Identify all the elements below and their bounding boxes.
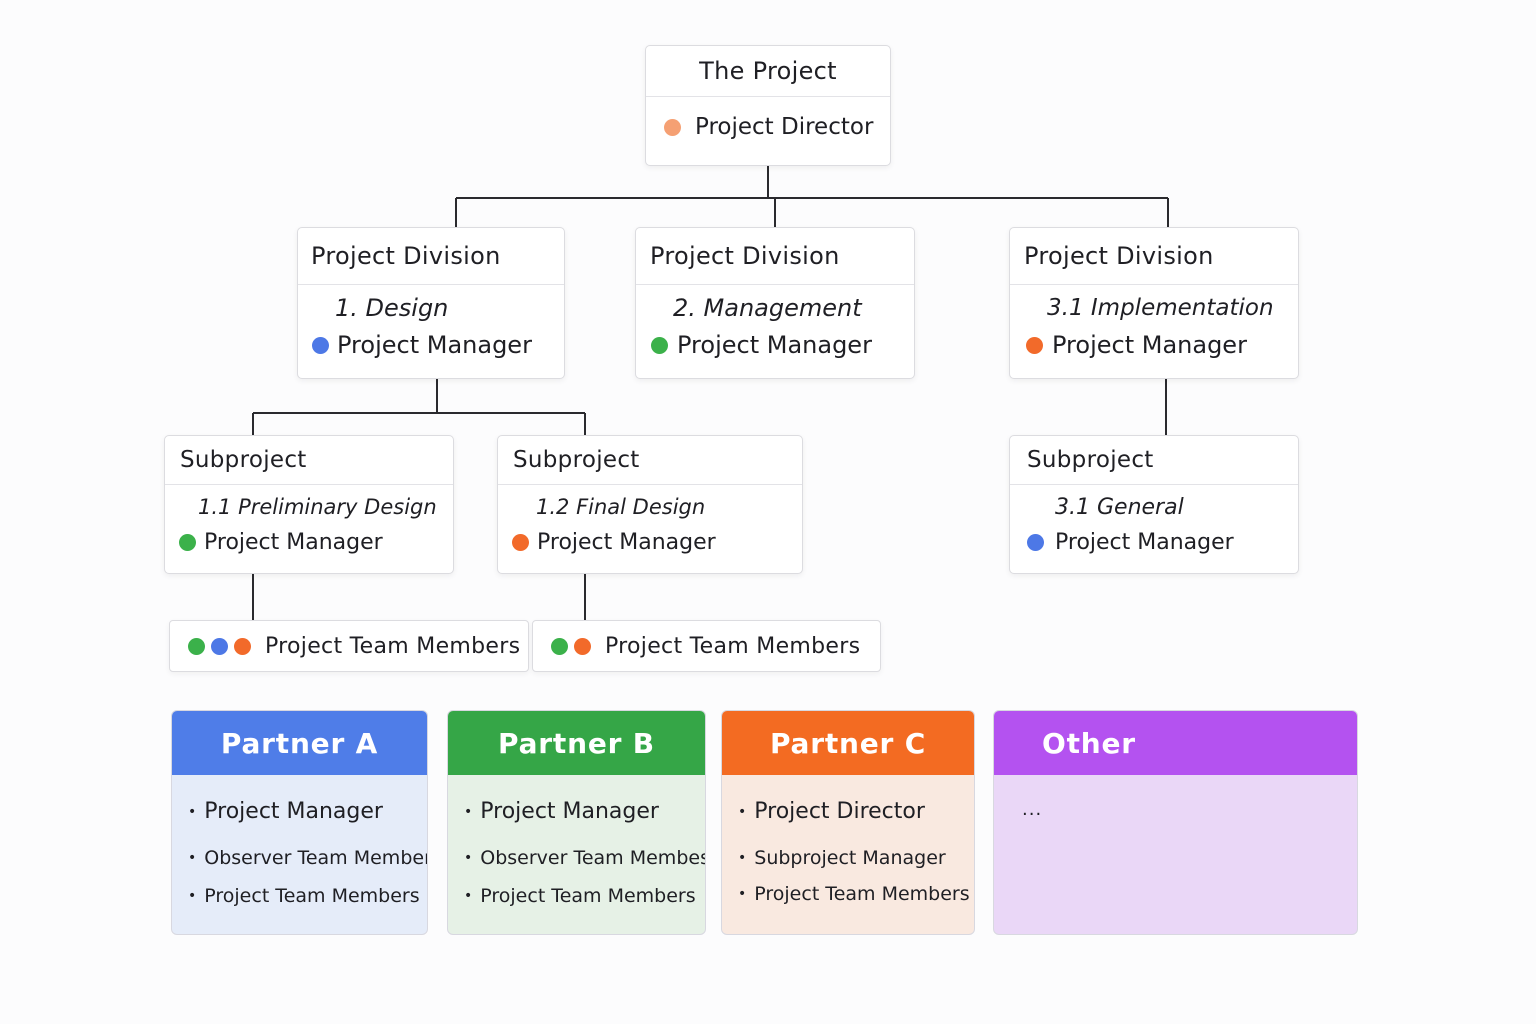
orange-dot-icon: [512, 534, 529, 551]
partner-card-other[interactable]: Other ...: [993, 710, 1358, 935]
partner-ellipsis: ...: [1022, 799, 1043, 820]
team-node-final[interactable]: Project Team Members: [532, 620, 881, 672]
division-subtitle: 2. Management: [673, 294, 862, 322]
partner-role-item: •Project Director: [738, 799, 925, 824]
division-subtitle: 3.1 Implementation: [1047, 295, 1274, 321]
subproject-role: Project Manager: [204, 530, 383, 555]
green-dot-icon: [188, 637, 205, 655]
root-title: The Project: [646, 46, 890, 97]
partner-header: Partner C: [722, 711, 974, 775]
partner-header: Other: [994, 711, 1357, 775]
partner-header: Partner B: [448, 711, 705, 775]
subproject-subtitle: 1.2 Final Design: [536, 495, 706, 519]
green-dot-icon: [651, 336, 668, 354]
partner-role-item: •Project Team Members: [738, 883, 970, 905]
partner-role-item: •Observer Team Membes: [464, 847, 706, 869]
subproject-node-final[interactable]: Subproject 1.2 Final Design Project Mana…: [497, 435, 803, 574]
partner-card-b[interactable]: Partner B •Project Manager •Observer Tea…: [447, 710, 706, 935]
team-label: Project Team Members: [265, 633, 521, 659]
partner-role-item: •Project Manager: [188, 799, 383, 824]
partner-role-item: •Subproject Manager: [738, 847, 946, 869]
division-node-management[interactable]: Project Division 2. Management Project M…: [635, 227, 915, 379]
team-label: Project Team Members: [605, 633, 861, 659]
subproject-subtitle: 3.1 General: [1055, 495, 1184, 520]
partner-card-c[interactable]: Partner C •Project Director •Subproject …: [721, 710, 975, 935]
division-node-implementation[interactable]: Project Division 3.1 Implementation Proj…: [1009, 227, 1299, 379]
division-role: Project Manager: [337, 331, 532, 359]
subproject-title: Subproject: [165, 436, 453, 485]
blue-dot-icon: [1027, 534, 1044, 551]
team-node-preliminary[interactable]: Project Team Members: [169, 620, 529, 672]
partner-role-item: •Project Team Members: [188, 885, 420, 907]
green-dot-icon: [551, 637, 568, 655]
peach-dot-icon: [664, 118, 681, 136]
division-node-design[interactable]: Project Division 1. Design Project Manag…: [297, 227, 565, 379]
partner-role-item: •Observer Team Members: [188, 847, 428, 869]
design-connector: [252, 378, 586, 436]
root-role: Project Director: [695, 114, 874, 140]
division-role: Project Manager: [1052, 331, 1247, 359]
subproject-subtitle: 1.1 Preliminary Design: [198, 495, 437, 519]
orange-dot-icon: [1026, 336, 1043, 354]
division-subtitle: 1. Design: [335, 294, 449, 322]
division-title: Project Division: [298, 228, 564, 285]
subproject-node-general[interactable]: Subproject 3.1 General Project Manager: [1009, 435, 1299, 574]
division-role: Project Manager: [677, 331, 872, 359]
subproject-role: Project Manager: [537, 530, 716, 555]
subproject-node-preliminary[interactable]: Subproject 1.1 Preliminary Design Projec…: [164, 435, 454, 574]
partner-role-item: •Project Manager: [464, 799, 659, 824]
orange-dot-icon: [234, 637, 251, 655]
blue-dot-icon: [312, 336, 329, 354]
subproject-title: Subproject: [498, 436, 802, 485]
partner-role-item: •Project Team Members: [464, 885, 696, 907]
subproject-role: Project Manager: [1055, 530, 1234, 555]
division-title: Project Division: [1010, 228, 1298, 285]
partner-card-a[interactable]: Partner A •Project Manager •Observer Tea…: [171, 710, 428, 935]
division-title: Project Division: [636, 228, 914, 285]
root-node[interactable]: The Project Project Director: [645, 45, 891, 166]
orange-dot-icon: [574, 637, 591, 655]
subproject-title: Subproject: [1010, 436, 1298, 485]
green-dot-icon: [179, 534, 196, 551]
blue-dot-icon: [211, 637, 228, 655]
root-connector: [455, 165, 1169, 228]
partner-header: Partner A: [172, 711, 427, 775]
